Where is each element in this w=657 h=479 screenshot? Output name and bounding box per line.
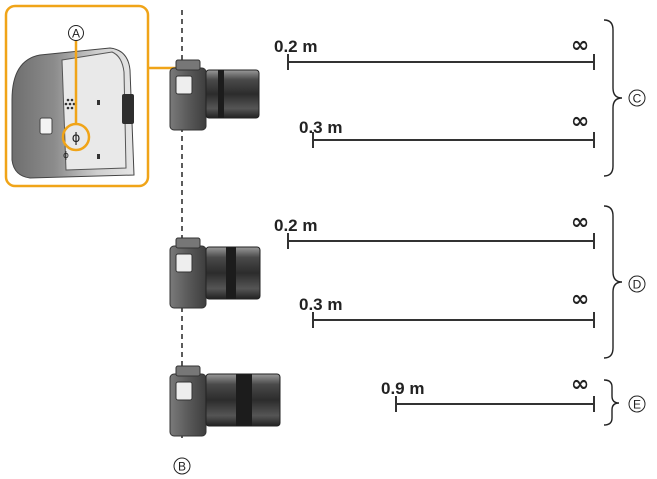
inset-small-mark-2 [97,154,100,159]
inset-strap-lug [39,117,53,135]
camera-2-grip [175,253,193,273]
range-group-d: 0.2 m ∞ 0.3 m ∞ D [274,205,646,359]
camera-3-top [175,365,201,377]
callout-c-circle [628,89,646,107]
camera-long-lens [169,365,281,437]
range-min-label: 0.3 m [299,118,342,137]
brace-d [603,205,623,359]
range-bar [312,132,595,148]
inset-side-button [122,94,134,124]
callout-e-label: E [633,398,641,412]
range-max-label: ∞ [571,287,589,312]
callout-b-circle [173,457,191,475]
range-min-label: 0.3 m [299,295,342,314]
range-min-label: 0.2 m [274,216,317,235]
camera-3-grip [175,381,193,401]
range-bar [395,396,595,412]
range-bar [312,312,595,328]
inset-small-mark-1 [97,100,100,105]
range-bar [287,233,595,249]
inset-focal-plane-symbol: ϕ [72,131,81,146]
range-min-label: 0.9 m [381,379,424,398]
range-max-label: ∞ [571,33,589,58]
camera-2-top [175,237,201,249]
callout-c-label: C [633,92,642,106]
callout-d-circle [628,275,646,293]
inset-top-panel [61,51,127,171]
camera-1-lens-ring [218,70,224,118]
range-bar [287,54,595,70]
brace-e [603,379,620,426]
inset-speaker-holes [64,98,76,110]
range-max-label: ∞ [571,210,589,235]
callout-d-label: D [633,278,642,292]
brace-c [603,19,623,177]
range-group-e: 0.9 m ∞ E [381,372,646,426]
callout-a-circle [68,25,84,41]
camera-medium-lens [169,237,261,309]
callout-a-label: A [72,27,80,41]
range-min-label: 0.2 m [274,37,317,56]
camera-1-lens [205,69,260,119]
camera-1-grip [175,75,193,95]
callout-b-label: B [178,460,186,474]
inset-zoom: ϕ ϕ A [4,4,180,188]
callout-e-circle [628,395,646,413]
camera-1-top [175,59,201,71]
camera-short-lens [169,59,260,131]
inset-focal-plane-symbol-small: ϕ [63,151,69,161]
range-group-c: 0.2 m ∞ 0.3 m ∞ C [274,19,646,177]
range-max-label: ∞ [571,372,589,397]
range-max-label: ∞ [571,109,589,134]
camera-3-lens-ring [236,374,252,426]
camera-2-lens-ring [226,247,236,299]
